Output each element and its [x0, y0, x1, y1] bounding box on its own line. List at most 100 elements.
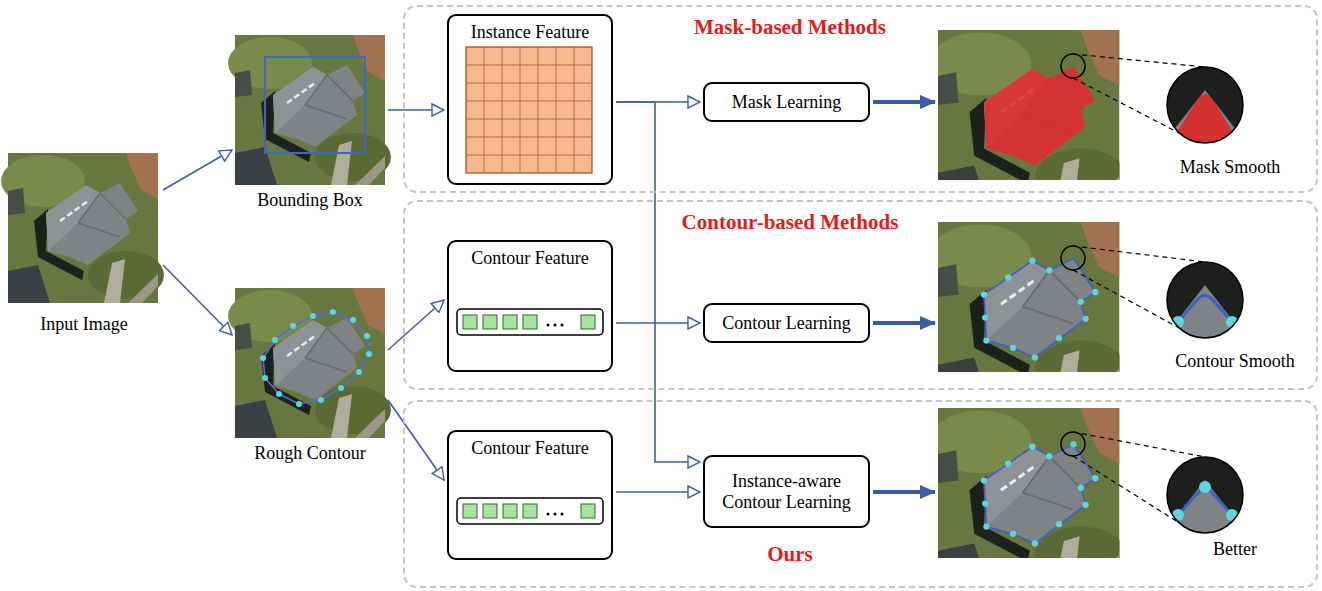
input-image — [1, 153, 164, 303]
feature-box: Contour Feature — [447, 240, 613, 372]
rough-contour-node: Rough Contour — [235, 288, 385, 466]
contour-point — [1032, 540, 1038, 546]
ellipsis-dot — [561, 324, 564, 327]
feature-box: Contour Feature — [447, 430, 613, 560]
rough-contour-image — [228, 288, 391, 438]
ellipsis-dot — [554, 513, 557, 516]
feature-row-frame — [457, 309, 603, 335]
mask-result-image — [930, 30, 1127, 212]
contour-point — [983, 337, 989, 343]
cropped-photo — [938, 222, 1120, 372]
box-label: Contour Feature — [471, 248, 588, 269]
cropped-photo — [938, 30, 1120, 180]
zoom-view — [1158, 60, 1252, 150]
process-box: Mask Learning — [703, 82, 870, 122]
output-arrow — [873, 490, 935, 494]
instance-feature-grid — [466, 47, 592, 173]
contour-points — [260, 309, 372, 407]
contour-point — [1078, 485, 1084, 491]
contour-point — [290, 323, 296, 329]
contour-point — [982, 500, 988, 506]
zoom-contour-point — [1172, 509, 1184, 521]
zoom-contour-point — [1199, 481, 1211, 493]
contour-point — [982, 314, 988, 320]
zoom-circle — [1167, 67, 1243, 143]
contour-point — [356, 369, 362, 375]
contour-point — [1029, 258, 1035, 264]
ellipsis-dot — [547, 513, 550, 516]
contour-point — [338, 385, 344, 391]
flow-arrow — [163, 150, 232, 190]
result-image-node: Mask Smooth — [938, 28, 1310, 184]
feature-cell — [483, 504, 497, 518]
zoom-view — [1158, 255, 1252, 345]
contour-point — [1092, 475, 1098, 481]
mask-overlay — [984, 66, 1095, 165]
cropped-photo — [938, 408, 1120, 558]
input-image-node: Input Image — [8, 152, 160, 337]
bounding-box-node: Bounding Box — [235, 35, 385, 213]
image-caption: Bounding Box — [257, 190, 363, 211]
contour-overlay — [984, 444, 1095, 543]
contour-point — [1029, 444, 1035, 450]
feature-cell — [483, 315, 497, 329]
aerial-photo — [938, 222, 1120, 372]
aerial-photo — [228, 288, 391, 438]
contour-point — [364, 333, 370, 339]
bounding-box — [265, 57, 365, 153]
contour-point — [1082, 502, 1088, 508]
contour-point — [1005, 461, 1011, 467]
output-arrow — [873, 321, 935, 325]
ellipsis-dot — [547, 324, 550, 327]
contour-point — [262, 375, 268, 381]
box-label: Instance-aware Contour Learning — [713, 471, 860, 512]
box-label: Mask Learning — [732, 92, 841, 113]
contour-points — [981, 258, 1099, 361]
contour-feature-row — [457, 498, 603, 524]
contour-points — [981, 441, 1099, 547]
box-label: Contour Learning — [722, 313, 850, 334]
feature-cell — [581, 504, 595, 518]
contour-point — [318, 397, 324, 403]
panel-title: Contour-based Methods — [682, 210, 899, 234]
flow-arrow — [616, 491, 700, 493]
contour-point — [1070, 441, 1076, 447]
contour-point — [1082, 316, 1088, 322]
feature-cell — [503, 504, 517, 518]
feature-row-frame — [457, 498, 603, 524]
contour-point — [1092, 289, 1098, 295]
zoom-ground — [1160, 60, 1250, 150]
image-caption: Rough Contour — [254, 443, 366, 464]
contour-result-image — [930, 222, 1127, 404]
connectors — [163, 102, 935, 492]
method-panel: Mask-based MethodsInstance FeatureMask L… — [403, 5, 1318, 193]
feature-cell — [503, 315, 517, 329]
zoom-roof — [1158, 90, 1252, 150]
process-box: Contour Learning — [703, 303, 870, 343]
flow-arrow — [616, 102, 700, 462]
contour-point — [1010, 345, 1016, 351]
method-panel: Ours Contour FeatureInstance-aware Contou… — [403, 400, 1318, 588]
zoom-marker — [1061, 432, 1085, 456]
box-label: Contour Feature — [471, 438, 588, 459]
contour-point — [310, 313, 316, 319]
image-caption: Better — [1213, 539, 1257, 560]
zoom-marker — [1061, 54, 1085, 78]
panel-title: Ours — [767, 542, 813, 566]
contour-point — [296, 401, 302, 407]
zoom-circle — [1167, 262, 1243, 338]
contour-point — [366, 351, 372, 357]
bounding-box-image — [228, 35, 391, 185]
method-panel: Contour-based MethodsContour FeatureCont… — [403, 200, 1318, 390]
image-caption: Input Image — [40, 314, 127, 335]
contour-point — [1010, 531, 1016, 537]
aerial-photo — [938, 30, 1120, 180]
zoom-circle — [1167, 457, 1243, 533]
zoom-contour — [1160, 296, 1250, 341]
contour-point — [1005, 275, 1011, 281]
result-image-node: Contour Smooth — [938, 220, 1310, 380]
aerial-photo — [228, 35, 391, 185]
panel-title: Mask-based Methods — [694, 15, 886, 39]
contour-point — [260, 355, 266, 361]
flow-arrow — [388, 400, 444, 480]
